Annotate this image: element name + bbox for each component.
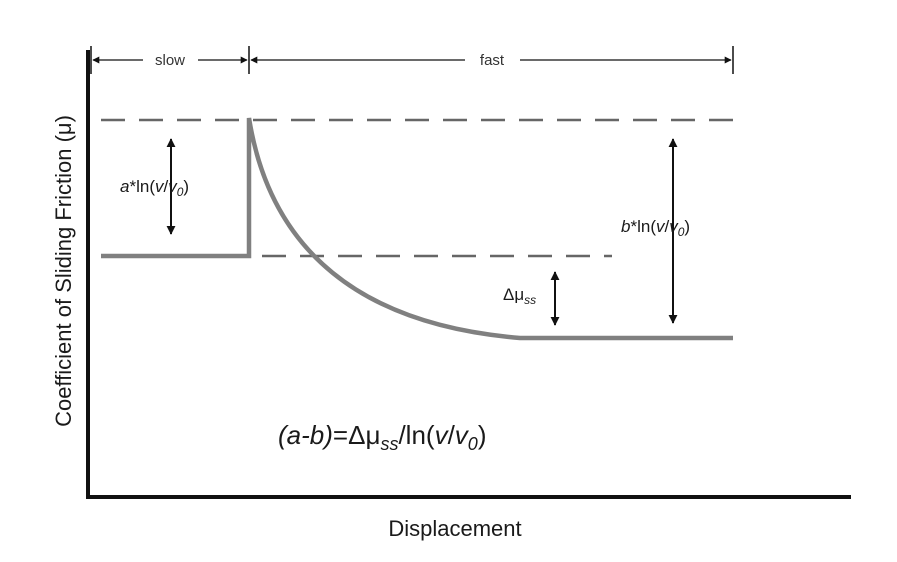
a-term-label: a*ln(v/v0) — [120, 177, 189, 199]
y-axis-title: Coefficient of Sliding Friction (μ) — [51, 115, 76, 427]
friction-curve — [101, 117, 733, 341]
delta-mu-label: Δμss — [503, 285, 536, 307]
b-term-label: b*ln(v/v0) — [621, 217, 690, 239]
rate-parameter-equation: (a-b)=Δμss/ln(v/v0) — [278, 420, 486, 454]
x-axis-title: Displacement — [388, 516, 521, 541]
fast-phase-label: fast — [480, 52, 505, 69]
slow-phase-label: slow — [155, 52, 185, 69]
